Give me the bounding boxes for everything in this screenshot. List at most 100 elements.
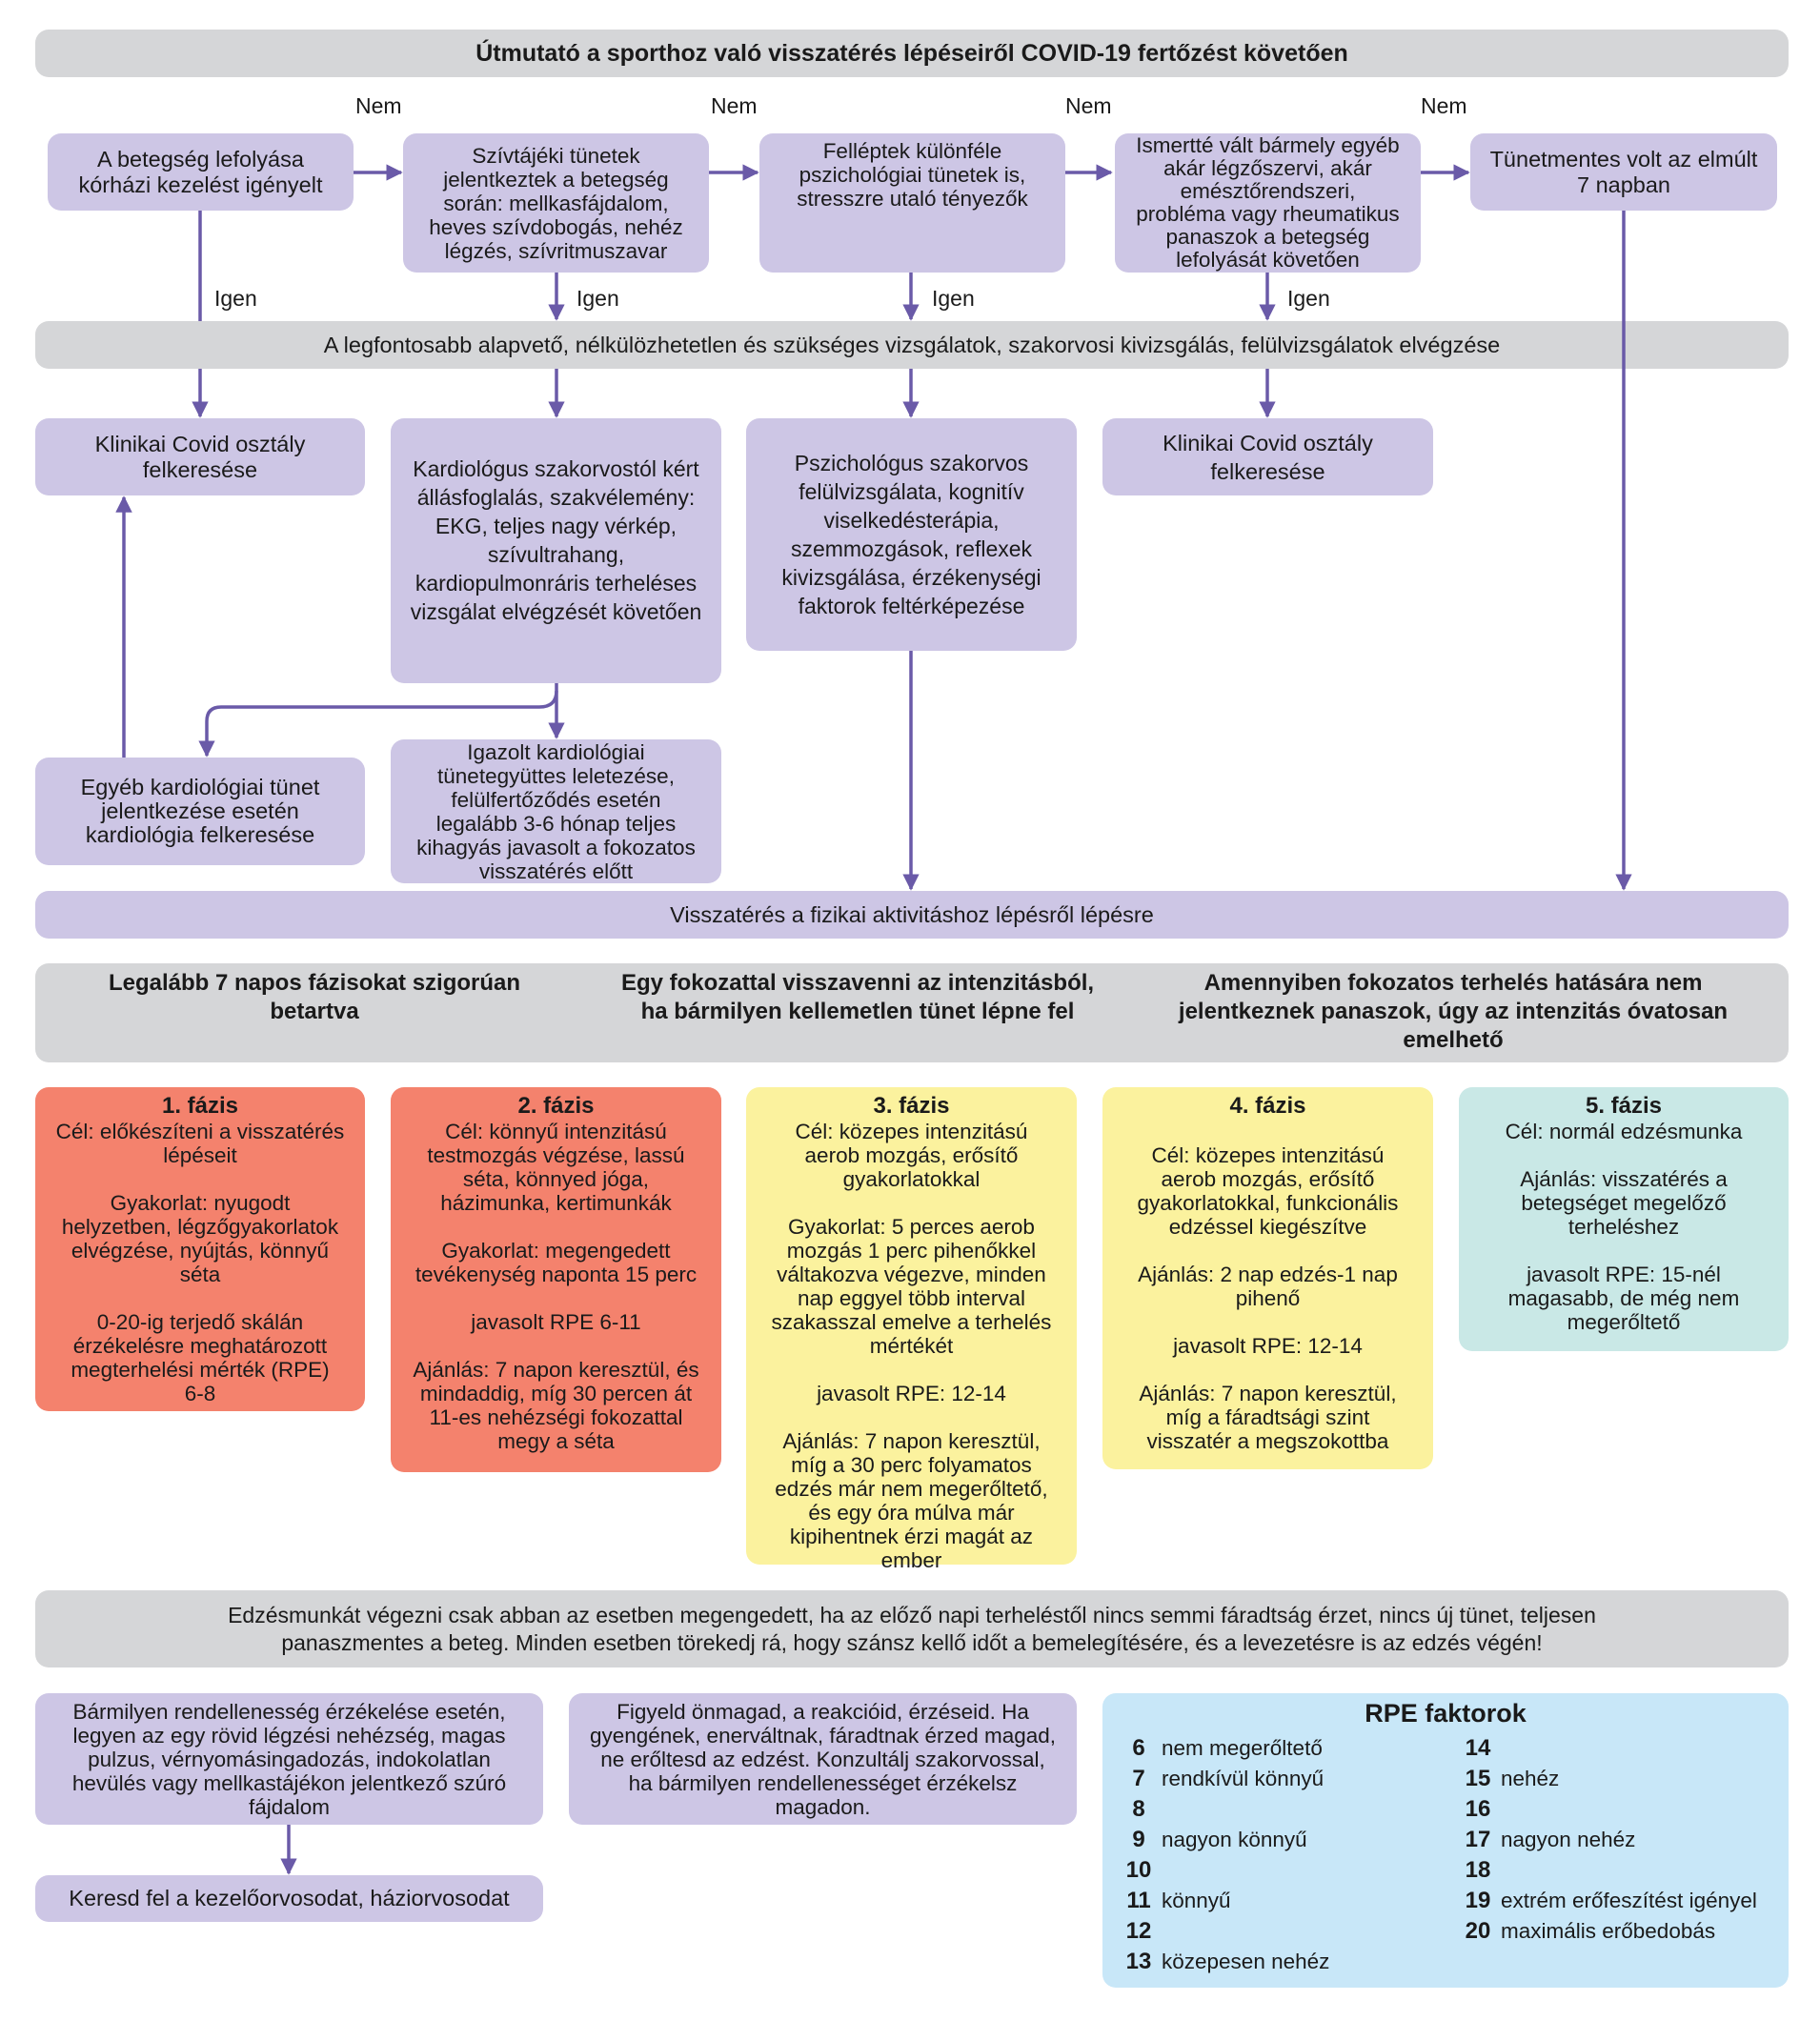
rpe-row: 17 nagyon nehéz: [1455, 1827, 1636, 1852]
rpe-row: 13 közepesen nehéz: [1116, 1949, 1330, 1974]
doctor-box: Keresd fel a kezelőorvosodat, háziorvoso…: [35, 1875, 543, 1922]
phase-body: Cél: könnyű intenzitású testmozgás végzé…: [413, 1120, 699, 1453]
rpe-row: 12: [1116, 1919, 1162, 1944]
decision-cardiac-symptoms: Szívtájéki tünetek jelentkeztek a betegs…: [403, 133, 709, 273]
decision-text: Szívtájéki tünetek jelentkeztek a betegs…: [429, 143, 683, 263]
label-nem-2: Nem: [711, 93, 758, 118]
decision-text: A betegség lefolyása kórházi kezelést ig…: [78, 146, 323, 197]
return-bar-text: Visszatérés a fizikai aktivitáshoz lépés…: [670, 901, 1154, 927]
phase-card-3: 3. fázis Cél: közepes intenzitású aerob …: [746, 1087, 1077, 1572]
phase-title: 5. fázis: [1585, 1093, 1663, 1119]
rpe-label: nagyon nehéz: [1501, 1828, 1636, 1851]
rpe-row: 10: [1116, 1858, 1162, 1883]
doctor-text: Keresd fel a kezelőorvosodat, háziorvoso…: [69, 1886, 510, 1910]
decision-other-problems: Ismertté vált bármely egyéb akár légzősz…: [1115, 133, 1421, 273]
phase-body: Cél: normál edzésmunka Ajánlás: visszaté…: [1505, 1120, 1743, 1334]
rpe-label: maximális erőbedobás: [1501, 1919, 1716, 1943]
rpe-row: 20 maximális erőbedobás: [1455, 1919, 1715, 1944]
self-monitor-box: Figyeld önmagad, a reakcióid, érzéseid. …: [569, 1693, 1077, 1825]
rpe-label: nagyon könnyű: [1162, 1828, 1307, 1851]
rpe-value: 10: [1125, 1857, 1152, 1883]
rpe-row: 7 rendkívül könnyű: [1116, 1767, 1324, 1791]
rpe-row: 6 nem megerőltető: [1116, 1736, 1323, 1761]
principles-bar: [35, 963, 1789, 1062]
action-text: Egyéb kardiológiai tünet jelentkezése es…: [80, 775, 320, 847]
action-text: Klinikai Covid osztály felkeresése: [1163, 430, 1373, 484]
label-nem-3: Nem: [1065, 93, 1112, 118]
decision-symptom-free: Tünetmentes volt az elmúlt 7 napban: [1470, 133, 1777, 211]
title-bar: Útmutató a sporthoz való visszatérés lép…: [35, 30, 1789, 77]
rpe-value: 13: [1125, 1949, 1152, 1974]
rule-bar-text: Edzésmunkát végezni csak abban az esetbe…: [228, 1602, 1596, 1655]
decision-hospitalized: A betegség lefolyása kórházi kezelést ig…: [48, 133, 354, 211]
phase-card-5: 5. fázis Cél: normál edzésmunka Ajánlás:…: [1459, 1087, 1789, 1351]
rpe-value: 17: [1465, 1827, 1491, 1852]
action-text: Pszichológus szakorvos felülvizsgálata, …: [781, 451, 1041, 618]
rpe-label: közepesen nehéz: [1162, 1950, 1330, 1973]
rpe-row: 9 nagyon könnyű: [1116, 1827, 1307, 1852]
action-covid-ward-2: Klinikai Covid osztály felkeresése: [1102, 418, 1433, 495]
phase-body: Cél: közepes intenzitású aerob mozgás, e…: [771, 1120, 1052, 1572]
phase-body: Cél: közepes intenzitású aerob mozgás, e…: [1137, 1143, 1399, 1453]
phase-card-4: 4. fázis Cél: közepes intenzitású aerob …: [1102, 1087, 1433, 1469]
page-title: Útmutató a sporthoz való visszatérés lép…: [475, 39, 1348, 67]
rpe-row: 11 könnyű: [1116, 1888, 1231, 1913]
label-igen-2: Igen: [576, 286, 619, 311]
action-psychology: Pszichológus szakorvos felülvizsgálata, …: [746, 418, 1077, 651]
rpe-label: nehéz: [1501, 1767, 1560, 1790]
decision-text: Felléptek különféle pszichológiai tünete…: [797, 139, 1028, 211]
warning-box: Bármilyen rendellenesség érzékelése eset…: [35, 1693, 543, 1825]
principle-2: Egy fokozattal visszavenni az intenzitás…: [620, 970, 1095, 1024]
rpe-value: 7: [1132, 1766, 1145, 1791]
exams-bar: A legfontosabb alapvető, nélkülözhetetle…: [35, 321, 1789, 369]
label-nem-1: Nem: [355, 93, 402, 118]
rpe-label: extrém erőfeszítést igényel: [1501, 1889, 1757, 1912]
action-other-cardiac: Egyéb kardiológiai tünet jelentkezése es…: [35, 758, 365, 865]
action-text: Igazolt kardiológiai tünetegyüttes lelet…: [416, 739, 696, 883]
rpe-value: 6: [1132, 1735, 1145, 1761]
phase-body: Cél: előkészíteni a visszatérés lépéseit…: [55, 1120, 345, 1405]
rpe-value: 8: [1132, 1796, 1145, 1822]
rpe-row: 19 extrém erőfeszítést igényel: [1455, 1889, 1757, 1913]
rpe-value: 15: [1465, 1766, 1491, 1791]
label-igen-3: Igen: [932, 286, 975, 311]
rpe-value: 18: [1465, 1857, 1491, 1883]
action-text: Kardiológus szakorvostól kért állásfogla…: [410, 456, 702, 624]
rpe-title: RPE faktorok: [1365, 1699, 1527, 1728]
principle-3: Amennyiben fokozatos terhelés hatására n…: [1178, 970, 1729, 1053]
label-nem-4: Nem: [1421, 93, 1467, 118]
phase-title: 1. fázis: [161, 1093, 239, 1119]
rpe-value: 14: [1465, 1735, 1491, 1761]
phase-title: 3. fázis: [873, 1093, 950, 1119]
return-bar: Visszatérés a fizikai aktivitáshoz lépés…: [35, 891, 1789, 939]
rpe-value: 11: [1126, 1888, 1151, 1913]
rpe-label: könnyű: [1162, 1889, 1231, 1912]
phase-card-2: 2. fázis Cél: könnyű intenzitású testmoz…: [391, 1087, 721, 1472]
rpe-box: RPE faktorok 6 nem megerőltető 7 rendkívül …: [1102, 1693, 1789, 1988]
phase-title: 2. fázis: [517, 1093, 595, 1119]
warning-text: Bármilyen rendellenesség érzékelése eset…: [71, 1699, 507, 1819]
rule-bar: Edzésmunkát végezni csak abban az esetbe…: [35, 1590, 1789, 1667]
action-text: Klinikai Covid osztály felkeresése: [94, 432, 306, 482]
decision-psych-symptoms: Felléptek különféle pszichológiai tünete…: [759, 133, 1065, 273]
action-confirmed-cardiac: Igazolt kardiológiai tünetegyüttes lelet…: [391, 739, 721, 883]
exams-bar-text: A legfontosabb alapvető, nélkülözhetetle…: [323, 332, 1501, 357]
rpe-row: 16: [1455, 1797, 1501, 1822]
rpe-value: 12: [1125, 1918, 1152, 1944]
rpe-value: 19: [1465, 1888, 1491, 1913]
label-igen-4: Igen: [1287, 286, 1330, 311]
phase-title: 4. fázis: [1229, 1093, 1306, 1119]
rpe-row: 8: [1116, 1797, 1162, 1822]
label-igen-1: Igen: [214, 286, 257, 311]
action-covid-ward-1: Klinikai Covid osztály felkeresése: [35, 418, 365, 495]
rpe-value: 16: [1465, 1796, 1491, 1822]
action-cardiology: Kardiológus szakorvostól kért állásfogla…: [391, 418, 721, 683]
rpe-label: nem megerőltető: [1162, 1736, 1323, 1760]
rpe-label: rendkívül könnyű: [1162, 1767, 1325, 1790]
rpe-row: 18: [1455, 1858, 1501, 1883]
phase-card-1: 1. fázis Cél: előkészíteni a visszatérés…: [35, 1087, 365, 1411]
rpe-value: 9: [1132, 1827, 1145, 1852]
principle-1: Legalább 7 napos fázisokat szigorúan bet…: [108, 970, 521, 1024]
decision-text: Tünetmentes volt az elmúlt 7 napban: [1489, 146, 1758, 197]
rpe-value: 20: [1465, 1918, 1491, 1944]
